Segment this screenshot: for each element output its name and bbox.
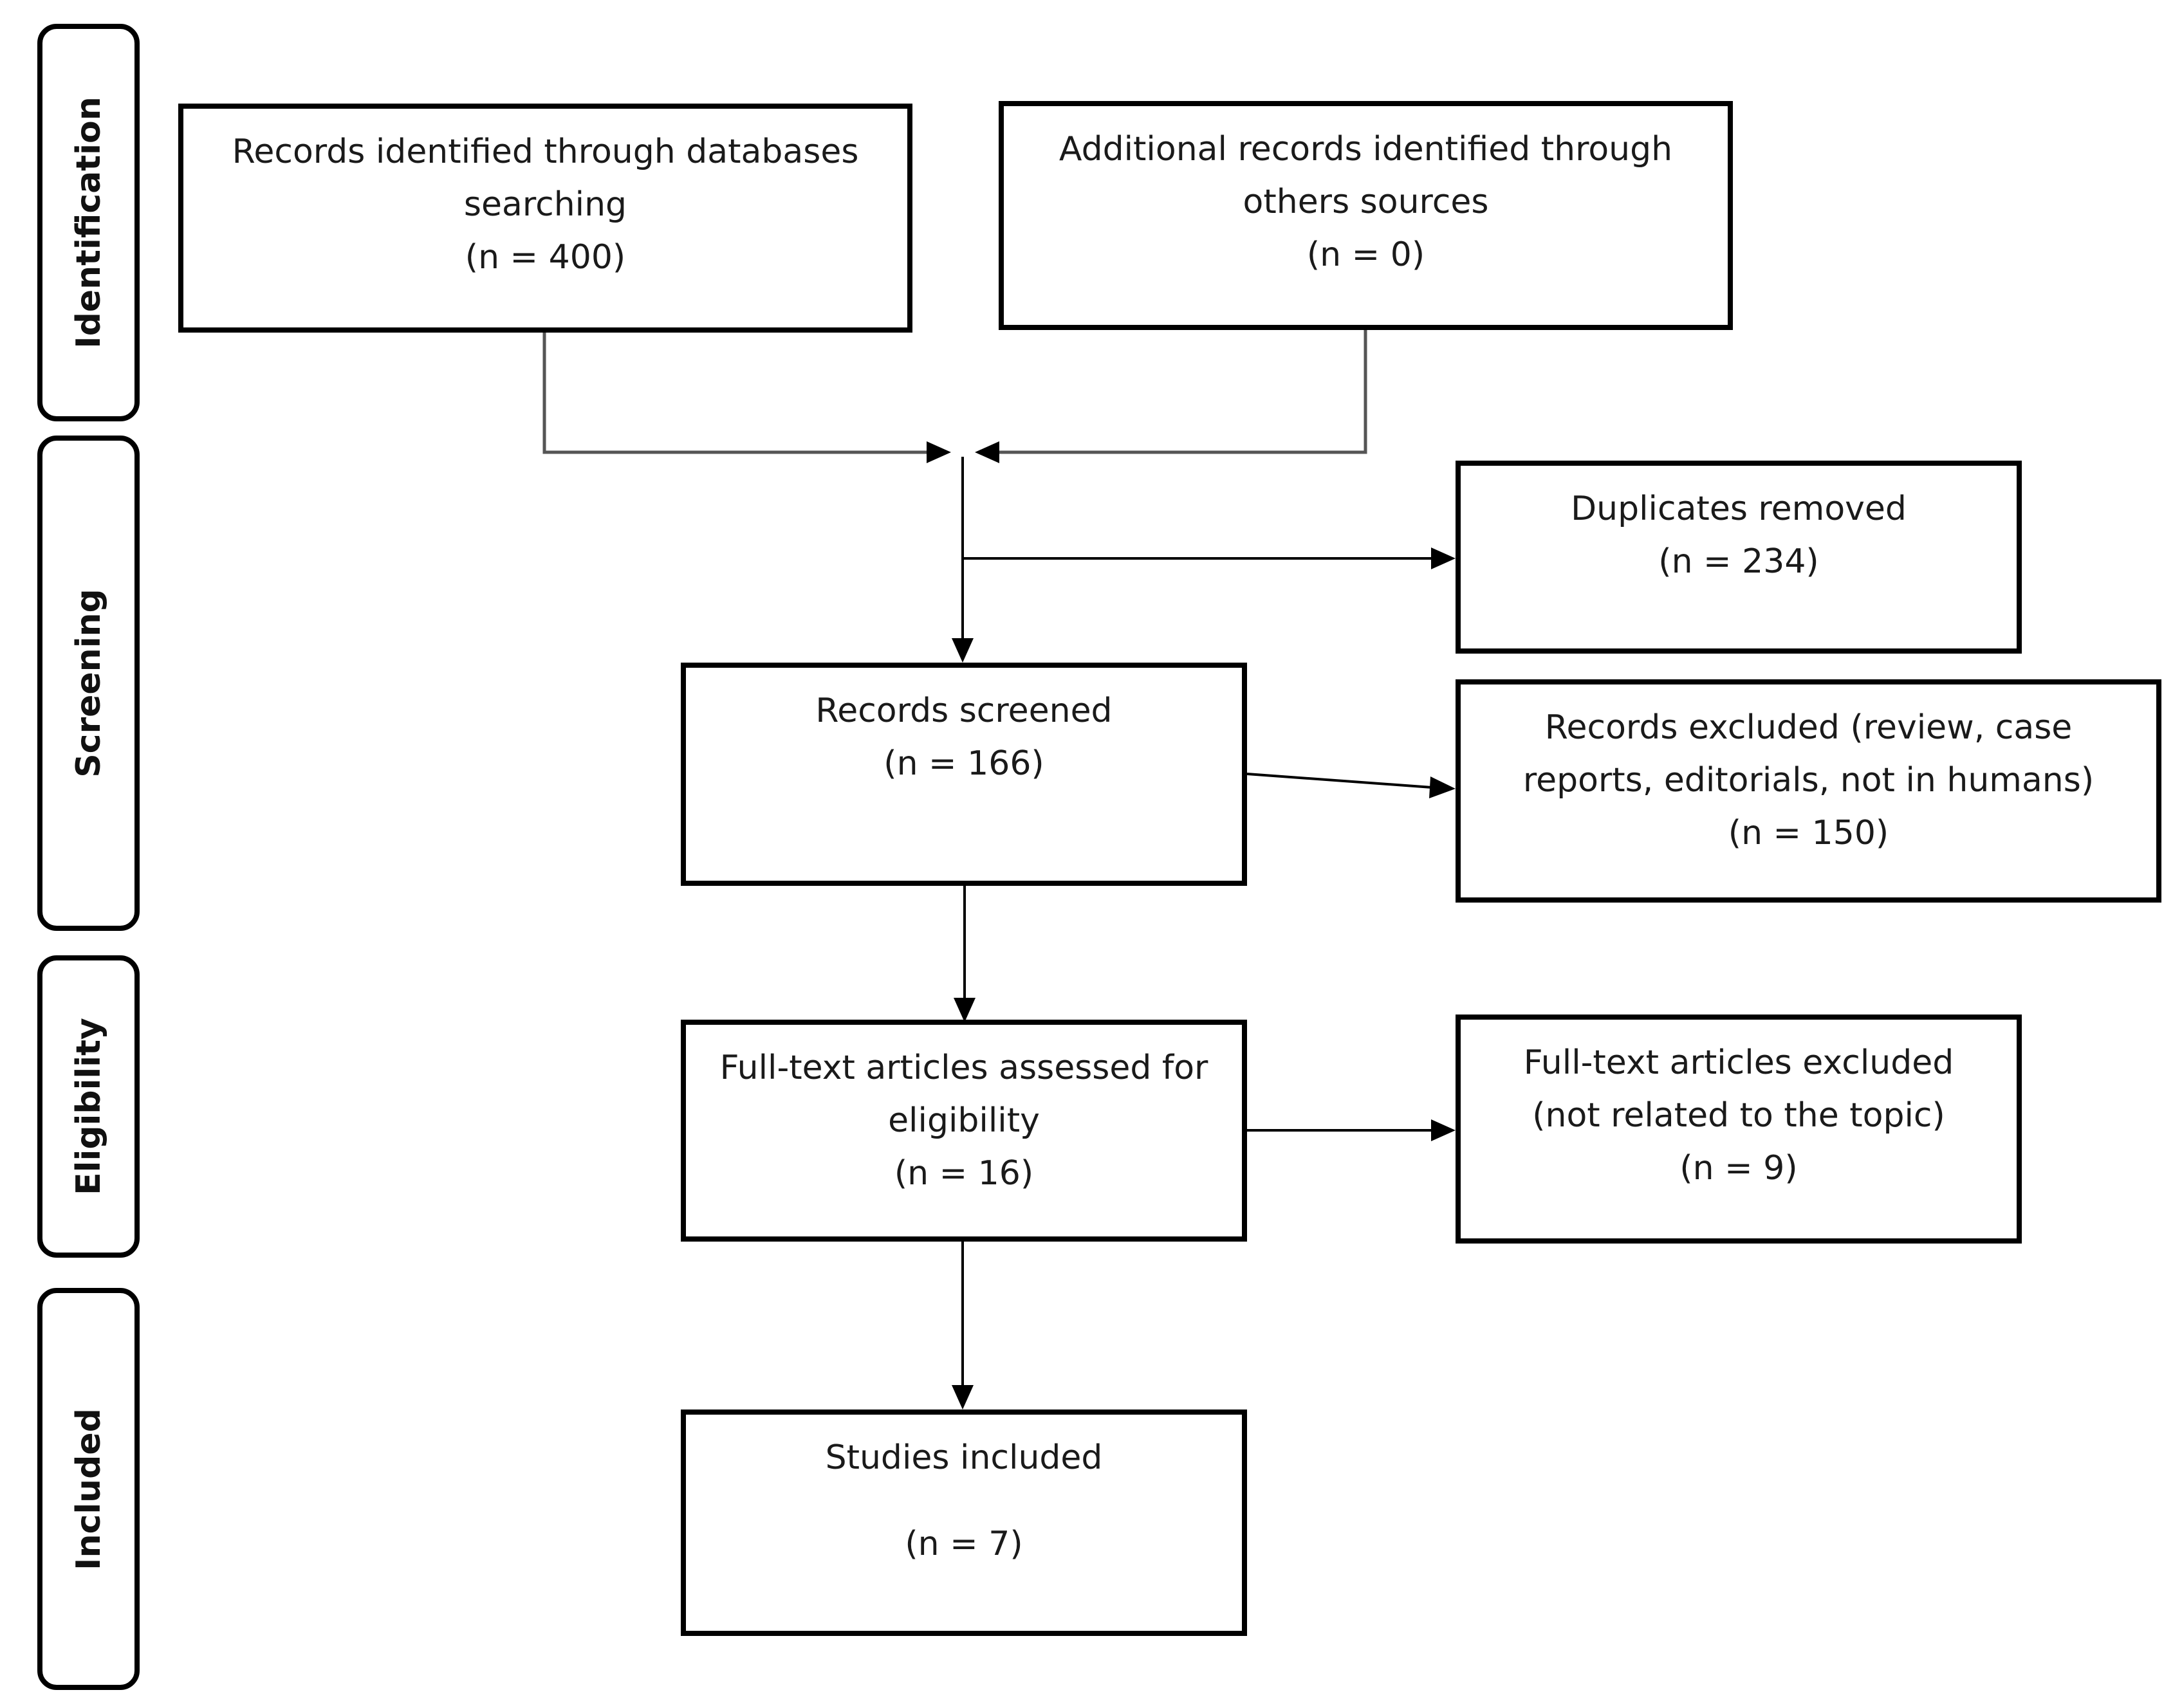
arrowhead-duplicates xyxy=(1431,547,1456,569)
box-excluded-line1: Records excluded (review, case xyxy=(1544,708,2073,747)
box-other-records-line2: others sources xyxy=(1243,183,1489,221)
phase-included: Included xyxy=(37,1288,140,1690)
box-included: Studies included (n = 7) xyxy=(681,1410,1247,1636)
box-excluded-count: (n = 150) xyxy=(1728,814,1889,852)
box-fulltext-line2: eligibility xyxy=(888,1101,1040,1140)
box-screened-line1: Records screened xyxy=(815,692,1113,730)
box-fulltext-excluded-line1: Full-text articles excluded xyxy=(1523,1043,1954,1082)
box-other-records: Additional records identified through ot… xyxy=(999,101,1733,330)
box-duplicates-line1: Duplicates removed xyxy=(1571,490,1907,528)
box-duplicates: Duplicates removed (n = 234) xyxy=(1456,461,2022,654)
arrowhead-included xyxy=(952,1385,974,1410)
arrowhead-fulltext xyxy=(954,998,976,1022)
connector-db-to-merge xyxy=(542,329,932,454)
box-fulltext-count: (n = 16) xyxy=(894,1154,1034,1193)
arrowhead-excluded xyxy=(1429,776,1456,798)
box-fulltext-line1: Full-text articles assessed for xyxy=(719,1049,1208,1087)
connector-to-excluded xyxy=(1246,773,1432,789)
phase-eligibility: Eligibility xyxy=(37,955,140,1258)
box-included-count: (n = 7) xyxy=(905,1525,1023,1563)
box-included-line1: Studies included xyxy=(825,1438,1103,1477)
phase-label-eligibility: Eligibility xyxy=(69,1018,108,1195)
phase-label-identification: Identification xyxy=(69,96,108,349)
box-db-records: Records identified through databases sea… xyxy=(178,104,912,333)
arrowhead-fulltext-excluded xyxy=(1431,1119,1456,1141)
box-screened-count: (n = 166) xyxy=(883,744,1044,783)
box-db-records-line2: searching xyxy=(463,185,627,224)
box-fulltext-excluded-count: (n = 9) xyxy=(1679,1149,1798,1188)
box-other-records-line1: Additional records identified through xyxy=(1059,130,1673,169)
arrowhead-other-merge xyxy=(975,441,999,463)
arrowhead-screened xyxy=(952,638,974,663)
box-fulltext: Full-text articles assessed for eligibil… xyxy=(681,1020,1247,1242)
phase-screening: Screening xyxy=(37,436,140,931)
box-screened: Records screened (n = 166) xyxy=(681,663,1247,886)
phase-identification: Identification xyxy=(37,24,140,421)
box-db-records-line1: Records identified through databases xyxy=(232,133,859,171)
box-db-records-count: (n = 400) xyxy=(465,238,626,277)
phase-label-included: Included xyxy=(69,1408,108,1570)
box-fulltext-excluded: Full-text articles excluded (not related… xyxy=(1456,1015,2022,1244)
box-fulltext-excluded-line2: (not related to the topic) xyxy=(1532,1096,1945,1135)
box-other-records-count: (n = 0) xyxy=(1306,235,1425,274)
connector-other-to-merge xyxy=(994,329,1367,454)
box-excluded-line2: reports, editorials, not in humans) xyxy=(1522,761,2094,800)
box-duplicates-count: (n = 234) xyxy=(1658,542,1819,581)
phase-label-screening: Screening xyxy=(69,589,108,778)
arrowhead-db-merge xyxy=(927,441,951,463)
box-excluded: Records excluded (review, case reports, … xyxy=(1456,679,2161,903)
